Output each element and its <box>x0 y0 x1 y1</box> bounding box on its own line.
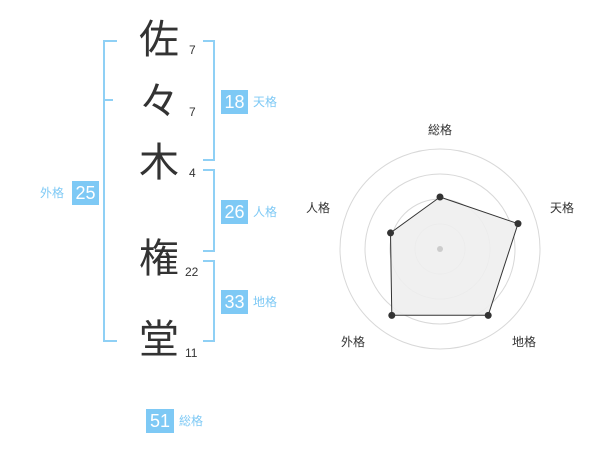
name-char-4: 権 <box>139 236 179 282</box>
stroke-count-4: 22 <box>185 265 199 279</box>
radar-polygon <box>389 196 519 316</box>
radar-point <box>388 311 396 319</box>
radar-point <box>514 220 522 228</box>
radar-points <box>387 193 522 319</box>
name-char-3: 木 <box>139 140 179 186</box>
radar-point <box>387 229 395 237</box>
radar-ring <box>414 223 466 275</box>
chikaku-value: 33 <box>221 290 248 314</box>
tenkaku-bracket <box>203 40 215 161</box>
tenkaku-label: 天格 <box>253 95 278 109</box>
radar-center-dot <box>437 246 443 252</box>
tenkaku-value: 18 <box>221 90 248 114</box>
radar-point <box>484 311 492 319</box>
radar-axis-label-gaikaku: 外格 <box>341 334 365 349</box>
stroke-count-2: 7 <box>189 105 196 119</box>
radar-point <box>436 193 444 201</box>
stroke-count-5: 11 <box>185 346 198 360</box>
name-char-5: 堂 <box>139 317 179 363</box>
jinkaku-bracket <box>203 169 215 252</box>
radar-axis-label-chikaku: 地格 <box>512 334 536 349</box>
radar-ring <box>339 148 541 350</box>
soukaku-value: 51 <box>146 409 174 433</box>
gaikaku-label: 外格 <box>40 186 65 200</box>
radar-ring <box>389 198 491 300</box>
chikaku-bracket <box>203 260 215 342</box>
stroke-count-3: 4 <box>189 166 196 180</box>
name-char-2: 々 <box>139 79 179 125</box>
gaikaku-bracket-tick <box>105 99 113 101</box>
radar-axis-label-soukaku: 総格 <box>428 122 452 137</box>
radar-axis-label-jinkaku: 人格 <box>306 200 330 215</box>
gaikaku-bracket <box>103 40 117 342</box>
chikaku-label: 地格 <box>253 295 278 309</box>
jinkaku-value: 26 <box>221 200 248 224</box>
radar-axis-label-tenkaku: 天格 <box>550 200 574 215</box>
gaikaku-value: 25 <box>72 181 99 205</box>
name-char-1: 佐 <box>139 17 179 63</box>
radar-ring <box>364 173 516 325</box>
radar-rings <box>339 148 541 350</box>
soukaku-label: 総格 <box>179 414 204 428</box>
jinkaku-label: 人格 <box>253 205 278 219</box>
stroke-count-1: 7 <box>189 43 196 57</box>
